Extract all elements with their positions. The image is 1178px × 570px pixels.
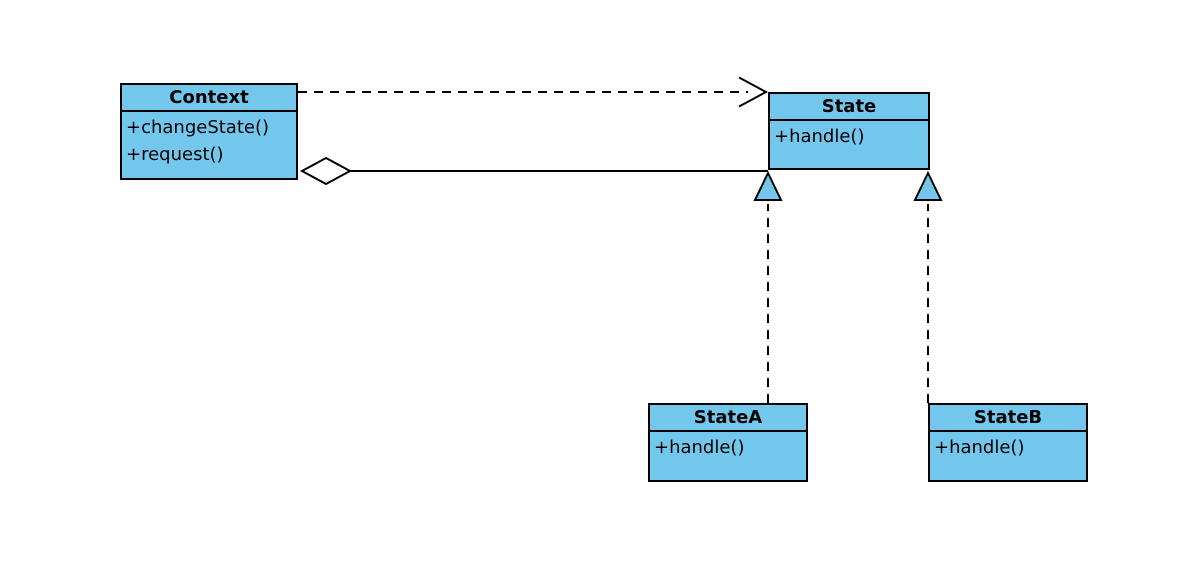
- method-label: +handle(): [934, 437, 1025, 458]
- method-label: +handle(): [774, 126, 865, 147]
- method-label: +request(): [126, 144, 224, 165]
- class-title-stateb: StateB: [930, 405, 1086, 432]
- realization-link-statea-to-state: [753, 170, 783, 403]
- class-title-state: State: [770, 94, 928, 121]
- method-label: +handle(): [654, 437, 745, 458]
- methods-compartment: +handle(): [930, 432, 1086, 480]
- methods-compartment: +handle(): [650, 432, 806, 480]
- methods-compartment: +changeState() +request(): [122, 112, 296, 178]
- dependency-arrow-context-to-state: [298, 76, 769, 108]
- realization-triangle-icon-a: [753, 170, 783, 201]
- method-label: +changeState(): [126, 117, 270, 138]
- realization-link-stateb-to-state: [913, 170, 943, 403]
- aggregation-link-context-to-state: [299, 156, 768, 186]
- realization-triangle-icon-b: [913, 170, 943, 201]
- aggregation-diamond-icon: [299, 156, 353, 186]
- class-box-context: Context +changeState() +request(): [120, 83, 298, 180]
- class-title-context: Context: [122, 85, 296, 112]
- class-box-state: State +handle(): [768, 92, 930, 170]
- open-arrowhead-icon: [738, 76, 769, 108]
- methods-compartment: +handle(): [770, 121, 928, 168]
- class-title-statea: StateA: [650, 405, 806, 432]
- class-box-stateb: StateB +handle(): [928, 403, 1088, 482]
- class-box-statea: StateA +handle(): [648, 403, 808, 482]
